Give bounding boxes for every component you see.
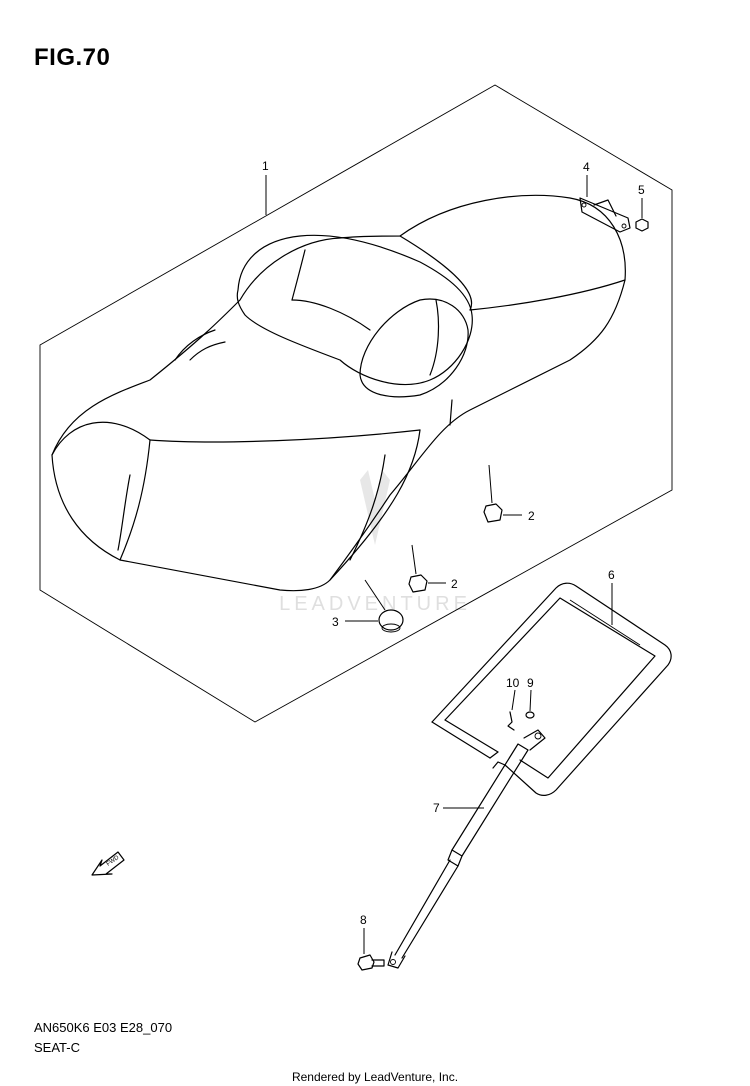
- callout-1: 1: [262, 159, 269, 173]
- fwd-label: FWD: [106, 855, 121, 868]
- watermark: LEADVENTURE: [279, 470, 471, 615]
- figure-code: AN650K6 E03 E28_070: [34, 1020, 173, 1035]
- washer-part[interactable]: [525, 711, 535, 719]
- figure-name: SEAT-C: [34, 1040, 80, 1055]
- watermark-text: LEADVENTURE: [279, 593, 471, 615]
- callout-7: 7: [433, 801, 440, 815]
- clip-part[interactable]: [507, 711, 515, 731]
- seat-damper-part-upper[interactable]: [483, 503, 503, 523]
- callout-6: 6: [608, 568, 615, 582]
- bolt-part[interactable]: [357, 954, 385, 971]
- callout-9: 9: [527, 676, 534, 690]
- callouts: 1 2 2 3 4 5 6 7 8 9 10: [262, 159, 645, 927]
- footer-credit: Rendered by LeadVenture, Inc.: [291, 1070, 459, 1084]
- seat-frame-part[interactable]: [431, 582, 672, 796]
- callout-5: 5: [638, 183, 645, 197]
- callout-2-lower: 2: [451, 577, 458, 591]
- forward-direction-arrow: FWD: [91, 851, 125, 876]
- callout-8: 8: [360, 913, 367, 927]
- seat-cushion-part[interactable]: [378, 609, 404, 633]
- callout-2-upper: 2: [528, 509, 535, 523]
- callout-10: 10: [506, 676, 520, 690]
- seat-damper-part-lower[interactable]: [408, 574, 428, 593]
- callout-4: 4: [583, 160, 590, 174]
- seat-assembly[interactable]: [51, 194, 626, 592]
- seat-bracket-part[interactable]: [579, 197, 631, 233]
- leader-lines: [265, 175, 643, 954]
- gas-strut-part[interactable]: [387, 729, 546, 969]
- callout-3: 3: [332, 615, 339, 629]
- seat-nut-part[interactable]: [635, 218, 649, 232]
- seat-group-boundary: [39, 84, 673, 723]
- figure-title: FIG.70: [34, 44, 111, 71]
